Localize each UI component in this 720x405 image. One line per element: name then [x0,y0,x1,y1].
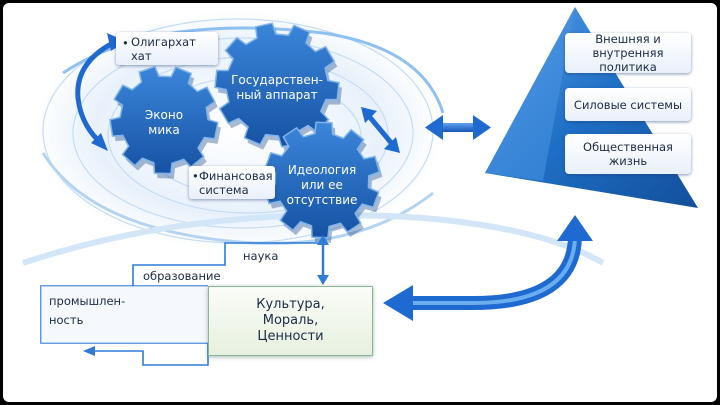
gear-double-arrow [361,107,400,153]
vertical-double-arrow [317,235,329,285]
gear-state-apparatus [214,22,340,148]
big-arrow-head-up [557,215,593,241]
tag-oligarchy-dot: • [122,36,129,50]
pyramid-item-politics: Внешняя и внутренняя политика [565,32,691,74]
tag-finance-text: Финансовая система [199,169,273,197]
swirl-sweep [22,212,605,266]
big-curved-arrow-line [408,234,577,305]
tag-finance-dot: • [192,169,199,183]
big-arrow-head-left [383,285,413,321]
pyramid-side [485,7,575,181]
bottom-return-arrow [83,343,209,366]
curved-arrow-left-head-bottom [91,133,108,151]
culture-box: Культура, Мораль, Ценности [208,286,373,356]
curved-arrow-left [75,40,115,145]
gear-label-economy: Эконо мика [144,108,184,137]
pyramid-item-social: Общественная жизнь [565,134,691,174]
step-label-education: образование [143,269,221,283]
step-label-industry: промышлен- ность [49,294,126,327]
gear-economy [109,65,219,175]
tag-oligarchy: • Олигархат хат [116,32,218,65]
gear-label-ideology: Идеология или ее отсутствие [286,163,358,207]
pyramid-double-arrow [425,115,491,140]
step-label-science: наука [243,249,279,263]
gears-group [109,22,383,243]
tag-oligarchy-text: Олигархат хат [131,35,196,63]
steps-fill [41,286,208,343]
diagram-frame: Эконо мика Государствен- ный аппарат Иде… [3,3,717,402]
pyramid-item-power: Силовые системы [565,88,691,121]
tag-finance: • Финансовая система [189,166,275,199]
gear-label-state-apparatus: Государствен- ный аппарат [231,73,323,102]
big-curved-arrow [408,234,582,310]
